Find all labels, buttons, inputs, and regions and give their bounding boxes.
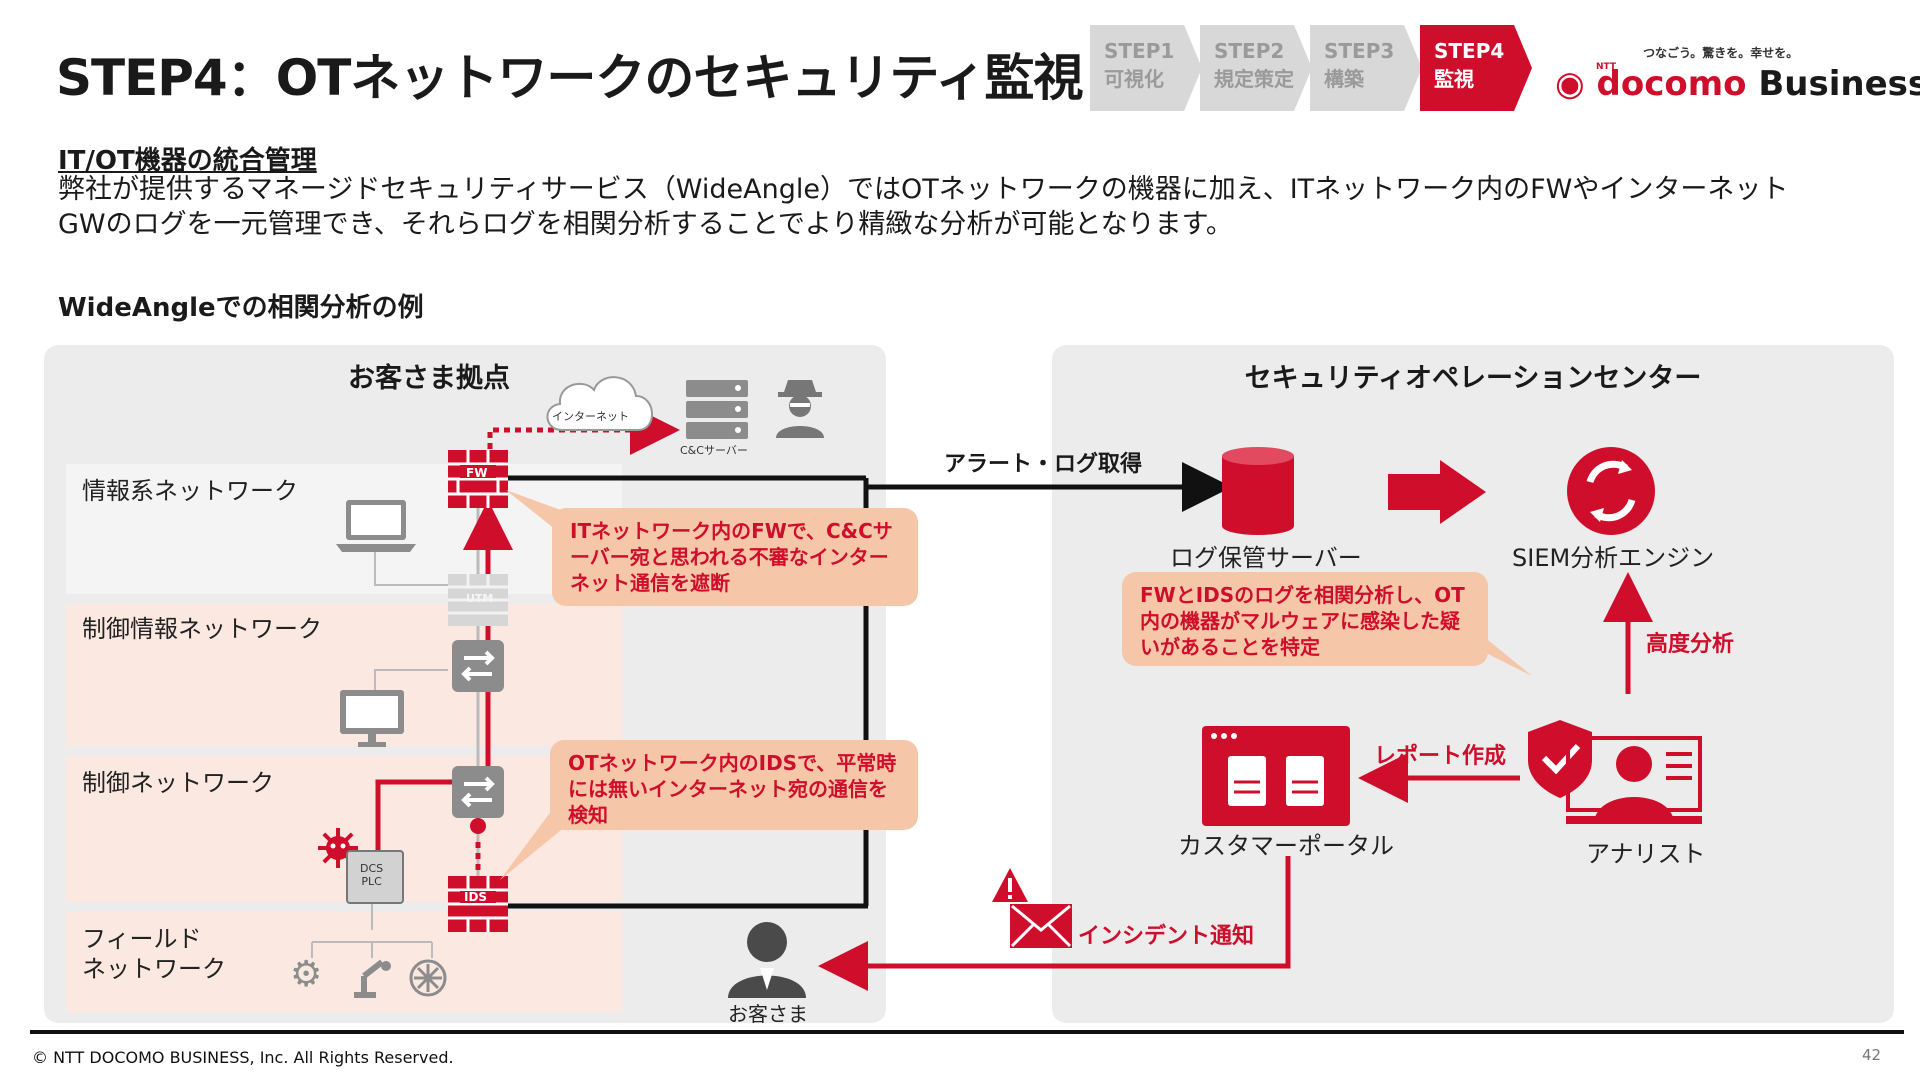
siem-engine-icon — [1567, 447, 1655, 535]
band-field-network — [66, 912, 622, 1012]
customer-portal-icon — [1202, 726, 1350, 826]
callout-ids-pointer — [500, 810, 566, 880]
hacker-icon — [776, 380, 824, 438]
customer-site-title: お客さま拠点 — [348, 363, 510, 394]
footer-divider — [30, 1030, 1904, 1034]
soc-panel — [1052, 345, 1894, 1023]
step-2: STEP2 規定策定 — [1200, 25, 1312, 111]
step-4-number: STEP4 — [1434, 39, 1505, 63]
gears-icon: ⚙ — [290, 954, 323, 995]
dcs-label: DCS — [360, 862, 384, 875]
logo-docomo: docomo — [1596, 64, 1747, 104]
laptop-link — [374, 550, 478, 586]
dcs-plc-device — [346, 850, 404, 904]
cc-server-icon — [686, 380, 748, 439]
intro-heading: IT/OT機器の統合管理 — [58, 146, 317, 176]
step-3-label: 構築 — [1324, 67, 1364, 91]
callout-correlation: FWとIDSのログを相関分析し、OT内の機器がマルウェアに感染した疑いがあること… — [1122, 572, 1488, 666]
ids-label: IDS — [464, 890, 488, 904]
siem-label: SIEM分析エンジン — [1512, 544, 1715, 572]
page-number: 42 — [1862, 1046, 1882, 1064]
malware-icon — [318, 828, 358, 868]
step-2-label: 規定策定 — [1214, 67, 1294, 91]
internet-cloud-icon — [546, 376, 653, 431]
fw-label: FW — [466, 466, 488, 480]
ids-mirror-point — [470, 818, 486, 834]
report-label: レポート作成 — [1374, 744, 1507, 769]
analyst-icon — [1566, 736, 1702, 824]
dcs-plc-label: DCS PLC — [360, 862, 383, 888]
label-info-network: 情報系ネットワーク — [82, 477, 298, 505]
incident-arrow — [818, 856, 1291, 991]
copyright: © NTT DOCOMO BUSINESS, Inc. All Rights R… — [32, 1048, 454, 1067]
step-2-number: STEP2 — [1214, 39, 1285, 63]
laptop-icon — [336, 500, 416, 552]
cc-server-label: C&Cサーバー — [680, 444, 748, 457]
step-1: STEP1 可視化 — [1090, 25, 1202, 111]
advanced-analysis-label: 高度分析 — [1646, 632, 1735, 657]
log-server-label: ログ保管サーバー — [1170, 544, 1362, 572]
log-server-icon — [1222, 447, 1294, 535]
incident-label: インシデント通知 — [1078, 924, 1255, 949]
intro-line-2: GWのログを一元管理でき、それらログを相関分析することでより精緻な分析が可能とな… — [58, 209, 1233, 240]
step-3: STEP3 構築 — [1310, 25, 1422, 111]
alert-log-label: アラート・ログ取得 — [944, 452, 1143, 477]
customer-person-icon — [728, 922, 806, 998]
mail-icon — [1010, 904, 1072, 948]
step-1-number: STEP1 — [1104, 39, 1175, 63]
band-control-network — [66, 756, 622, 902]
label-field-network: フィールド ネットワーク — [82, 924, 226, 984]
soc-title: セキュリティオペレーションセンター — [1244, 363, 1702, 394]
plc-label: PLC — [361, 875, 382, 888]
logo: ◉ docomo Business — [1555, 64, 1920, 104]
logo-mark-icon: ◉ — [1555, 64, 1585, 104]
intro-line-1: 弊社が提供するマネージドセキュリティサービス（WideAngle）ではOTネット… — [58, 174, 1789, 205]
to-siem-arrow — [1388, 460, 1486, 524]
logo-business: Business — [1758, 64, 1920, 104]
switch-icon-control-info — [452, 640, 504, 692]
callout-ids-detect: OTネットワーク内のIDSで、平常時には無いインターネット宛の通信を検知 — [550, 740, 918, 830]
step-4: STEP4 監視 — [1420, 25, 1532, 111]
utm-label: UTM — [466, 592, 494, 605]
utm-icon — [448, 574, 508, 626]
callout-fw-pointer — [506, 490, 566, 530]
switch-icon-control — [452, 766, 504, 818]
label-control-info-network: 制御情報ネットワーク — [82, 615, 322, 643]
firewall-icon — [448, 450, 508, 508]
label-field-network-line2: ネットワーク — [82, 955, 226, 983]
step-1-label: 可視化 — [1104, 67, 1164, 91]
label-field-network-line1: フィールド — [82, 925, 202, 953]
internet-label: インターネット — [552, 410, 629, 423]
monitor-icon — [340, 690, 404, 747]
label-control-network: 制御ネットワーク — [82, 769, 274, 797]
customer-portal-label: カスタマーポータル — [1178, 832, 1394, 860]
logo-tagline: つなごう。驚きを。幸せを。 — [1643, 46, 1799, 60]
monitor-link — [374, 669, 448, 695]
fan-icon — [409, 959, 447, 997]
logo-ntt: NTT — [1596, 62, 1617, 72]
callout-correlation-pointer — [1460, 640, 1532, 676]
callout-fw-block: ITネットワーク内のFWで、C&Cサーバー宛と思われる不審なインターネット通信を… — [552, 508, 918, 606]
step-3-number: STEP3 — [1324, 39, 1395, 63]
step-4-label: 監視 — [1434, 67, 1474, 91]
robot-arm-icon — [354, 959, 391, 998]
analyst-label: アナリスト — [1586, 840, 1706, 868]
page-title: STEP4：OTネットワークのセキュリティ監視 — [56, 49, 1083, 107]
band-info-network — [66, 464, 622, 594]
customer-label: お客さま — [728, 1002, 808, 1026]
diagram-subtitle: WideAngleでの相関分析の例 — [58, 293, 424, 323]
warning-icon — [992, 868, 1028, 902]
intro-description: 弊社が提供するマネージドセキュリティサービス（WideAngle）ではOTネット… — [58, 172, 1878, 242]
ids-icon — [448, 876, 508, 932]
